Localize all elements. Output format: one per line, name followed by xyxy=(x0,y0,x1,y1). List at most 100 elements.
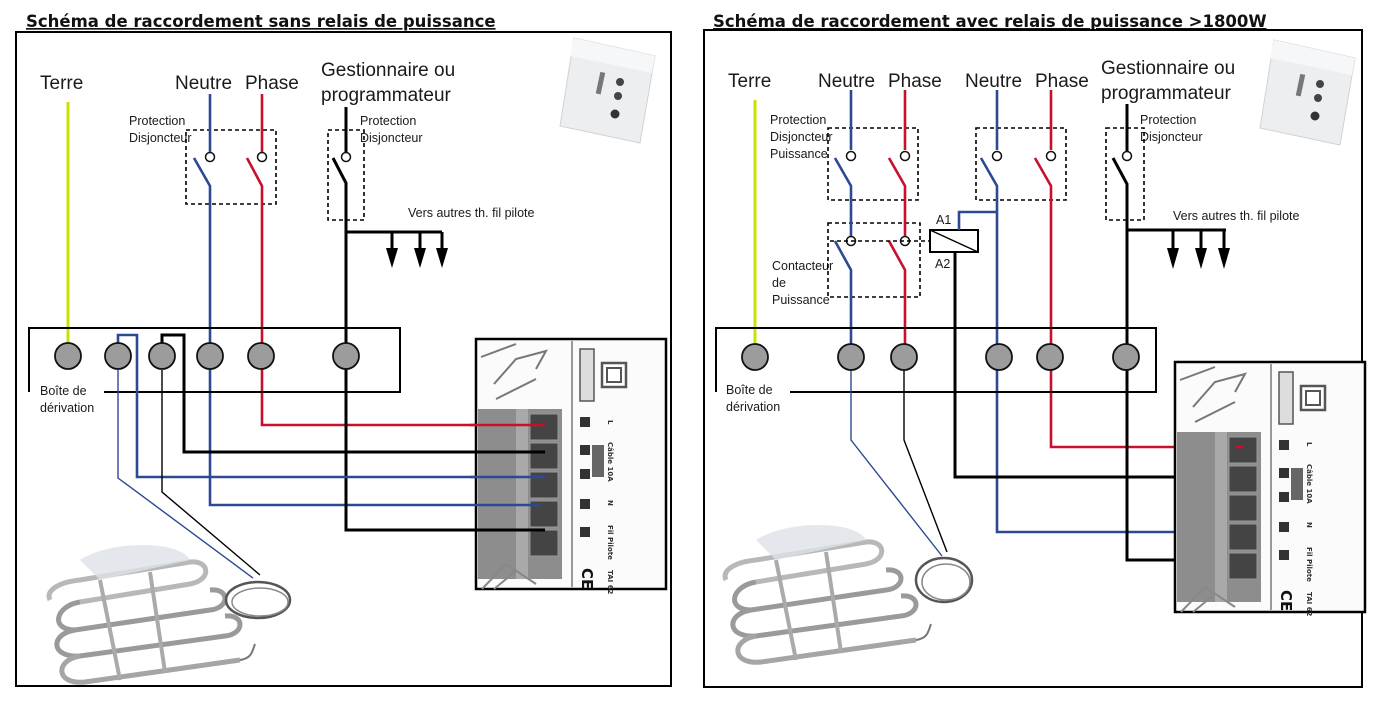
label-contactor-line2: de xyxy=(772,276,786,290)
module-terminal-l: L xyxy=(1305,442,1313,447)
label-manager-protection-line2: Disjoncteur xyxy=(1140,130,1203,144)
thermostat-module xyxy=(1173,360,1367,614)
arrow-down-icon xyxy=(436,248,448,268)
terminal xyxy=(196,342,224,370)
label-manager-protection-line1: Protection xyxy=(360,114,416,128)
label-manager-protection-line2: Disjoncteur xyxy=(360,131,423,145)
module-terminal-l: L xyxy=(606,420,614,425)
label-junction-box-line2: dérivation xyxy=(726,400,780,414)
power-neutral-wire-2 xyxy=(833,240,853,355)
label-protection-line1: Protection xyxy=(129,114,185,128)
breaker-box xyxy=(975,127,1067,201)
module-terminal-n: N xyxy=(1305,522,1313,528)
label-manager-line2: programmateur xyxy=(321,85,452,106)
terminal xyxy=(1036,343,1064,371)
module-pilot: Fil Pilote xyxy=(1305,547,1313,582)
neutral-contact xyxy=(991,150,1003,162)
label-manager-line2: programmateur xyxy=(1101,83,1232,104)
label-pilot-wire: Vers autres th. fil pilote xyxy=(1173,209,1300,223)
mat-cable-blue xyxy=(850,370,943,557)
label-manager-protection-line1: Protection xyxy=(1140,113,1196,127)
arrow-down-icon xyxy=(414,248,426,268)
module-cable: Câble 10A xyxy=(1305,464,1313,504)
terminal xyxy=(985,343,1013,371)
label-coil-a2: A2 xyxy=(935,257,950,271)
heating-mat-photo xyxy=(49,545,255,682)
cable-coil xyxy=(224,580,292,620)
terminal xyxy=(741,343,769,371)
phase-contact xyxy=(256,151,268,163)
contactor-box xyxy=(827,222,921,298)
module-terminal-n: N xyxy=(606,500,614,506)
mat-pilot-to-module xyxy=(160,333,520,454)
label-phase-2: Phase xyxy=(1035,71,1089,92)
breaker-box xyxy=(185,129,277,205)
label-neutral: Neutre xyxy=(175,73,232,94)
arrow-down-icon xyxy=(1218,248,1230,269)
thermostat-photo xyxy=(559,37,656,144)
terminal xyxy=(247,342,275,370)
module-pilot: Fil Pilote xyxy=(606,525,614,560)
terminal xyxy=(1112,343,1140,371)
label-contactor-line3: Puissance xyxy=(772,293,830,307)
module-cable: Câble 10A xyxy=(606,442,614,482)
terminal xyxy=(890,343,918,371)
label-power-protection-line1: Protection xyxy=(770,113,826,127)
manager-contact xyxy=(340,151,352,163)
terminal xyxy=(332,342,360,370)
module-labels: L Câble 10A N Fil Pilote TAI 62 xyxy=(1305,442,1313,617)
right-title: Schéma de raccordement avec relais de pu… xyxy=(713,12,1267,31)
left-frame xyxy=(15,31,672,687)
label-coil-a1: A1 xyxy=(936,213,951,227)
ce-mark: CE xyxy=(578,568,596,589)
arrow-down-icon xyxy=(1167,248,1179,269)
cable-coil-inner xyxy=(231,587,289,617)
power-neutral-contact xyxy=(845,150,857,162)
relay-coil-diagonal xyxy=(929,229,979,253)
module-labels: L Câble 10A N Fil Pilote TAI 62 xyxy=(606,420,614,595)
thermostat-module xyxy=(474,337,668,591)
junction-box xyxy=(28,327,401,393)
power-neutral-wire xyxy=(833,157,853,236)
left-diagram: Schéma de raccordement sans relais de pu… xyxy=(15,12,672,687)
mat-neutral-to-module xyxy=(116,333,520,479)
label-protection-line2: Disjoncteur xyxy=(129,131,192,145)
module-model: TAI 62 xyxy=(1305,592,1313,617)
label-phase-1: Phase xyxy=(888,71,942,92)
label-junction-box-line1: Boîte de xyxy=(40,384,87,398)
heating-mat-photo xyxy=(725,525,931,662)
label-junction-box-line2: dérivation xyxy=(40,401,94,415)
terminal xyxy=(104,342,132,370)
label-power-protection-line3: Puissance xyxy=(770,147,828,161)
label-phase: Phase xyxy=(245,73,299,94)
ce-mark: CE xyxy=(1277,590,1295,611)
arrow-down-icon xyxy=(386,248,398,268)
phase-contact xyxy=(1045,150,1057,162)
label-earth: Terre xyxy=(40,73,83,94)
manager-breaker-box xyxy=(1105,127,1145,221)
terminal xyxy=(148,342,176,370)
arrow-down-icon xyxy=(1195,248,1207,269)
mat-cable-black xyxy=(903,370,948,553)
left-title: Schéma de raccordement sans relais de pu… xyxy=(26,12,496,31)
power-breaker-box xyxy=(827,127,919,201)
label-manager-line1: Gestionnaire ou xyxy=(321,60,455,81)
cable-coil-inner xyxy=(921,563,971,601)
phase-wire xyxy=(1033,157,1240,449)
label-pilot-wire: Vers autres th. fil pilote xyxy=(408,206,535,220)
label-manager-line1: Gestionnaire ou xyxy=(1101,58,1235,79)
power-phase-contact xyxy=(899,150,911,162)
thermostat-photo xyxy=(1259,39,1356,146)
mat-cable-blue xyxy=(117,370,254,579)
junction-box xyxy=(715,327,1157,393)
manager-contact xyxy=(1121,150,1133,162)
label-junction-box-line1: Boîte de xyxy=(726,383,773,397)
neutral-contact xyxy=(204,151,216,163)
label-power-protection-line2: Disjoncteur xyxy=(770,130,833,144)
right-diagram: Schéma de raccordement avec relais de pu… xyxy=(703,12,1367,688)
cable-coil xyxy=(914,556,974,604)
module-model: TAI 62 xyxy=(606,570,614,595)
coil-a1-wire xyxy=(957,210,997,230)
label-earth: Terre xyxy=(728,71,771,92)
